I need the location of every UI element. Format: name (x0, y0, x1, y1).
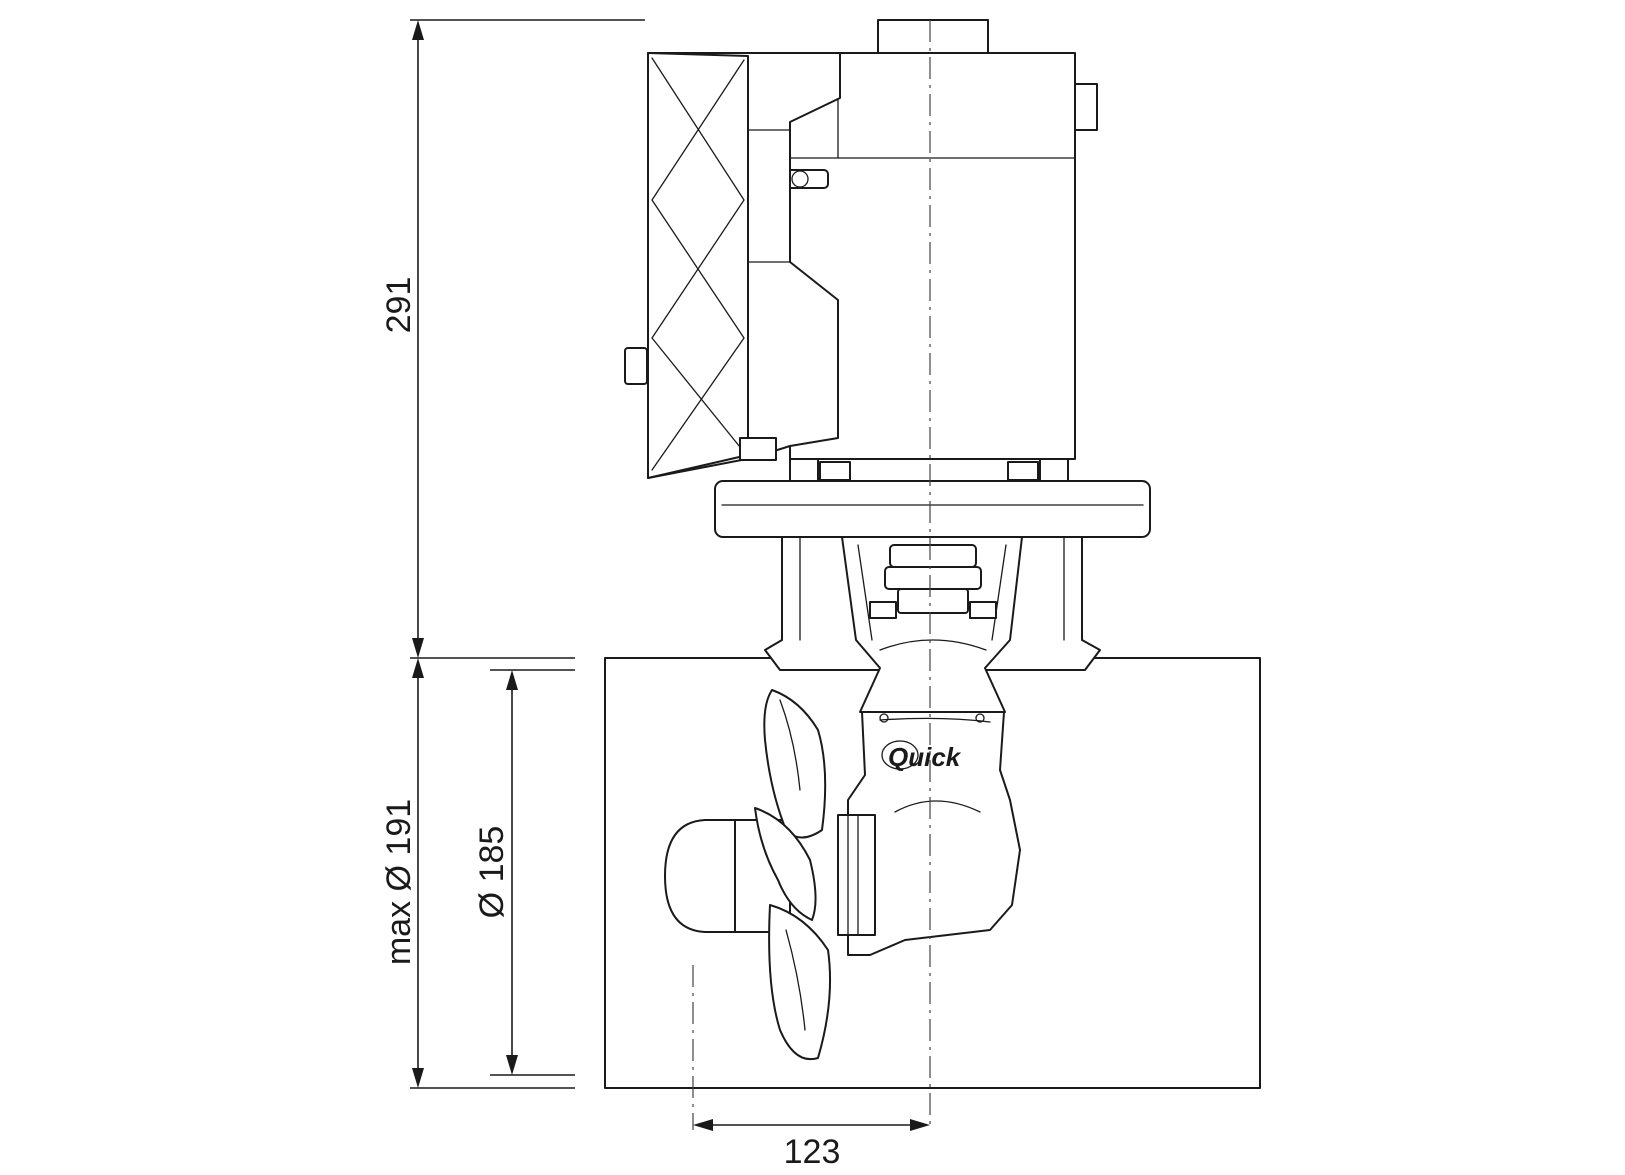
overall-height-label: 291 (380, 277, 418, 334)
center-lines (692, 20, 931, 1130)
dimension-tunnel-max-diameter: max Ø 191 (380, 658, 575, 1089)
mount-bolts (789, 458, 1069, 482)
dimension-propeller-offset: 123 (693, 1119, 930, 1171)
propeller-offset-label: 123 (784, 1133, 841, 1170)
propeller (664, 689, 832, 1061)
quick-logo: Quick (881, 740, 962, 772)
dimension-tunnel-inner-diameter: Ø 185 (473, 669, 575, 1076)
dimension-overall-height: 291 (380, 19, 645, 659)
brand-label: Quick (888, 742, 962, 772)
control-box (624, 52, 841, 479)
tunnel-inner-diameter-label: Ø 185 (473, 826, 511, 919)
mounting-flange (714, 480, 1151, 538)
gear-leg (764, 536, 1101, 956)
tunnel-max-diameter-label: max Ø 191 (380, 799, 418, 965)
